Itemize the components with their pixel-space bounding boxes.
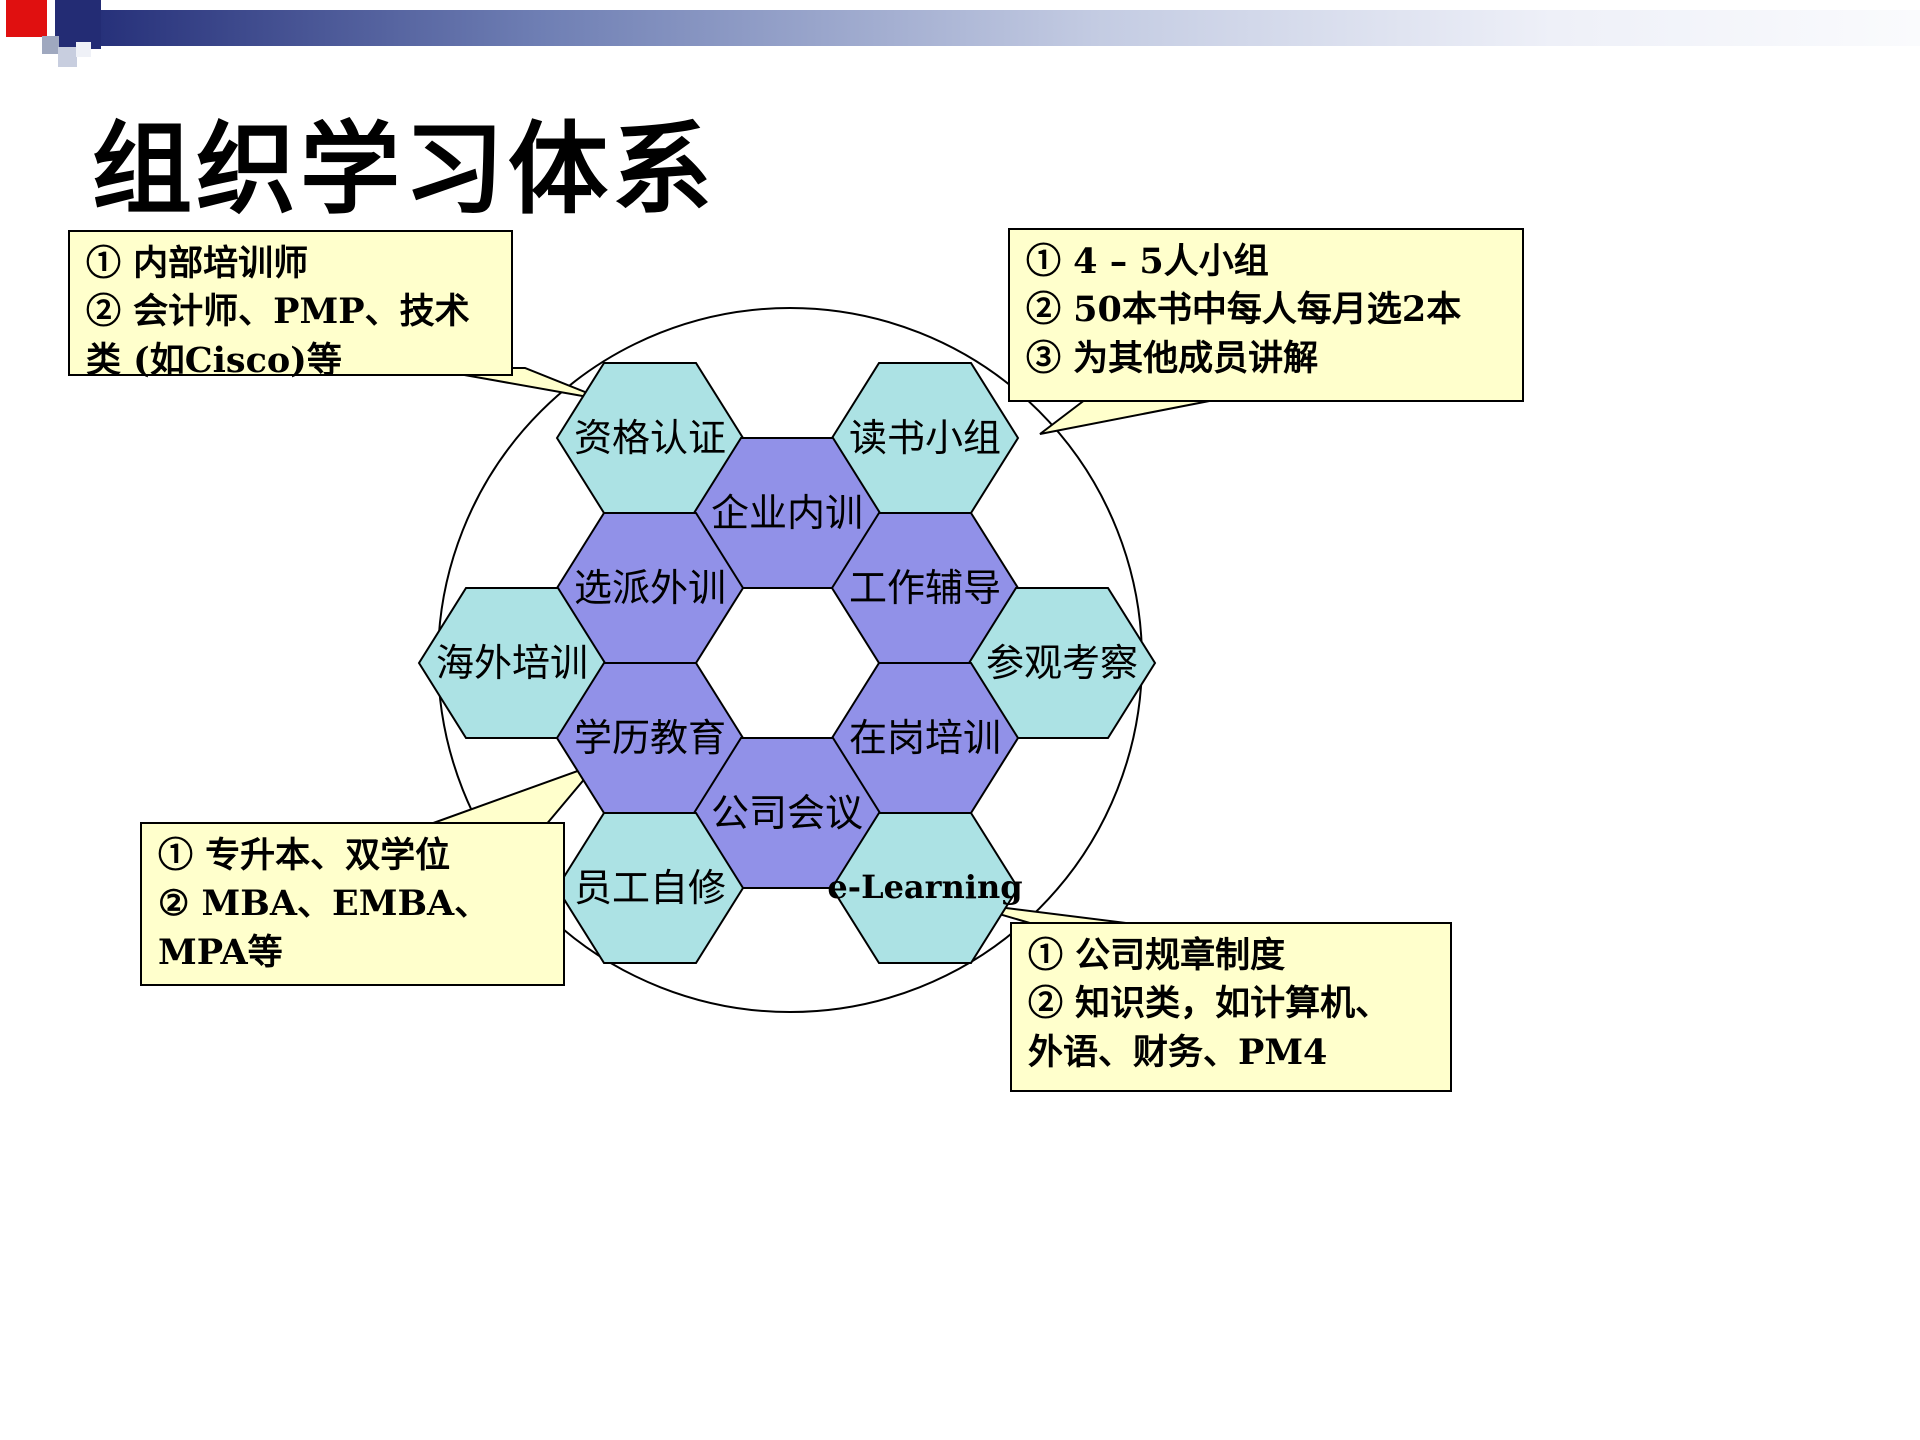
callout-elearning-content: ① 公司规章制度 ② 知识类，如计算机、 外语、财务、PM4 bbox=[1010, 922, 1452, 1092]
hexagon-label: 工作辅导 bbox=[849, 566, 1001, 610]
callout-degree-education: ① 专升本、双学位 ② MBA、EMBA、 MPA等 bbox=[140, 822, 565, 986]
hexagon-label: 在岗培训 bbox=[849, 716, 1001, 760]
hexagon-label: e-Learning bbox=[827, 868, 1022, 906]
hexagon-label: 员工自修 bbox=[574, 866, 726, 910]
hexagon-elearning bbox=[830, 812, 1020, 964]
callout-line: ② 会计师、PMP、技术 bbox=[86, 291, 470, 333]
banner-red-square bbox=[6, 0, 47, 37]
hexagon-label: 参观考察 bbox=[986, 641, 1138, 685]
hexagon-label: 学历教育 bbox=[574, 716, 726, 760]
callout-line: ① 4 – 5人小组 bbox=[1026, 241, 1269, 282]
banner-gradient-bar bbox=[84, 10, 1920, 46]
banner-navy-square bbox=[55, 0, 101, 49]
callout-line: ① 内部培训师 bbox=[86, 243, 309, 284]
callout-line: ② 知识类，如计算机、 bbox=[1028, 983, 1391, 1025]
callout-line: 外语、财务、PM4 bbox=[1028, 1031, 1328, 1073]
hexagon-self-study bbox=[555, 812, 745, 964]
callout-line: ① 专升本、双学位 bbox=[158, 835, 451, 876]
banner-gray-square bbox=[58, 47, 77, 67]
callout-reading-group: ① 4 – 5人小组 ② 50本书中每人每月选2本 ③ 为其他成员讲解 bbox=[1008, 228, 1524, 402]
callout-line: MPA等 bbox=[158, 931, 283, 973]
banner-gray-square bbox=[76, 42, 91, 57]
hexagon-label: 资格认证 bbox=[574, 416, 726, 460]
hexagon-label: 读书小组 bbox=[849, 416, 1001, 460]
hexagon-label: 海外培训 bbox=[436, 641, 588, 685]
hexagon-label: 公司会议 bbox=[711, 791, 863, 835]
callout-line: 类 (如Cisco)等 bbox=[86, 339, 342, 381]
callout-line: ② 50本书中每人每月选2本 bbox=[1026, 289, 1462, 331]
callout-internal-trainers: ① 内部培训师 ② 会计师、PMP、技术 类 (如Cisco)等 bbox=[68, 230, 513, 381]
callout-line: ① 公司规章制度 bbox=[1028, 935, 1286, 976]
page-title: 组织学习体系 bbox=[92, 110, 716, 228]
callout-line: ② MBA、EMBA、 bbox=[158, 883, 490, 925]
hexagon-label: 企业内训 bbox=[711, 491, 863, 535]
banner-gray-square bbox=[42, 36, 59, 54]
hexagon-label: 选派外训 bbox=[574, 566, 726, 610]
callout-line: ③ 为其他成员讲解 bbox=[1026, 337, 1319, 379]
